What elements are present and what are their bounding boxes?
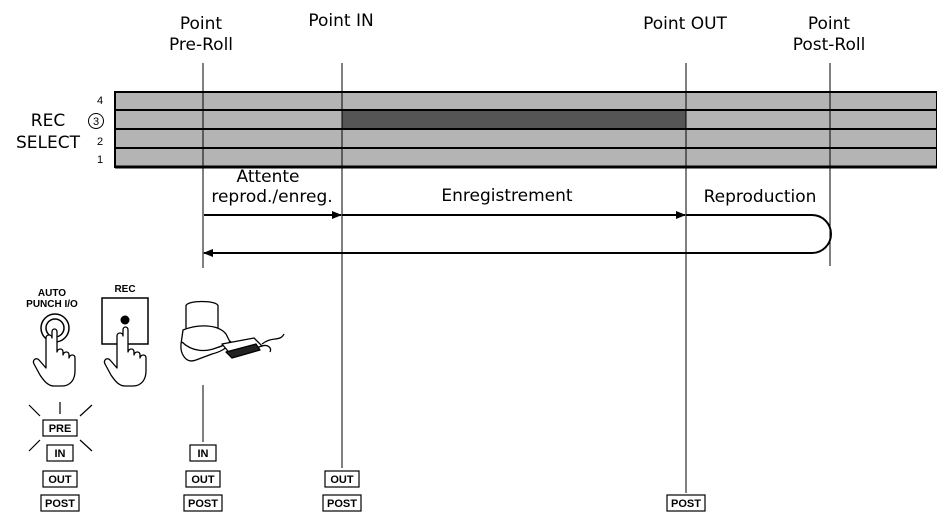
foot-switch-icon	[180, 300, 285, 362]
post-indicator: POST	[40, 494, 80, 512]
post-indicator: POST	[666, 494, 706, 512]
post-indicator-text: POST	[327, 498, 357, 510]
phase-record-label: Enregistrement	[441, 186, 572, 206]
in-indicator: IN	[46, 444, 74, 462]
rec-select-label-2: SELECT	[16, 133, 81, 153]
phase-playback-label: Reproduction	[704, 187, 817, 207]
auto-punch-label-2: PUNCH I/O	[26, 299, 78, 310]
post-indicator-text: POST	[45, 498, 75, 510]
pre-indicator-lit: PRE	[42, 419, 78, 437]
track-number-3: 3	[93, 116, 99, 128]
track-bar-4	[114, 91, 937, 111]
in-indicator-text: IN	[198, 448, 209, 460]
rec-select-label-1: REC	[31, 111, 65, 131]
out-indicator: OUT	[42, 470, 78, 488]
pressing-hand-icon	[103, 326, 147, 387]
point-postroll-label-1: Point	[808, 14, 851, 34]
post-indicator-text: POST	[188, 498, 218, 510]
track-number-4: 4	[97, 95, 103, 107]
transport-flow	[203, 211, 832, 257]
rec-button[interactable]	[101, 297, 149, 345]
track-3-selected-circle	[88, 113, 104, 129]
auto-punch-label-1: AUTO	[38, 288, 66, 299]
point-in-label: Point IN	[308, 11, 373, 31]
out-indicator-text: OUT	[191, 474, 215, 486]
pressing-hand-icon	[32, 328, 76, 387]
track-number-1: 1	[97, 154, 103, 166]
pre-indicator-text: PRE	[49, 423, 72, 435]
point-out-label: Point OUT	[643, 14, 727, 34]
pre-indicator-glow	[28, 402, 93, 452]
in-indicator-text: IN	[55, 448, 66, 460]
out-indicator: OUT	[324, 470, 360, 488]
arrow-return-loop	[203, 214, 832, 257]
phase-wait-label-2: reprod./enreg.	[211, 187, 332, 207]
post-indicator: POST	[183, 494, 223, 512]
record-segment	[342, 111, 686, 128]
track-bars	[114, 91, 937, 169]
track-bar-2	[114, 128, 937, 149]
point-postroll-label-2: Post-Roll	[793, 35, 866, 55]
phase-wait-label-1: Attente	[236, 167, 299, 187]
out-indicator-text: OUT	[48, 474, 72, 486]
point-preroll-label-2: Pre-Roll	[169, 35, 233, 55]
post-indicator-text: POST	[671, 498, 701, 510]
out-indicator: OUT	[185, 470, 221, 488]
in-indicator: IN	[189, 444, 217, 462]
post-indicator: POST	[322, 494, 362, 512]
track-number-2: 2	[97, 136, 103, 148]
track-bar-1	[114, 147, 937, 168]
point-preroll-label-1: Point	[180, 14, 223, 34]
rec-button-label: REC	[114, 284, 135, 295]
out-indicator-text: OUT	[330, 474, 354, 486]
